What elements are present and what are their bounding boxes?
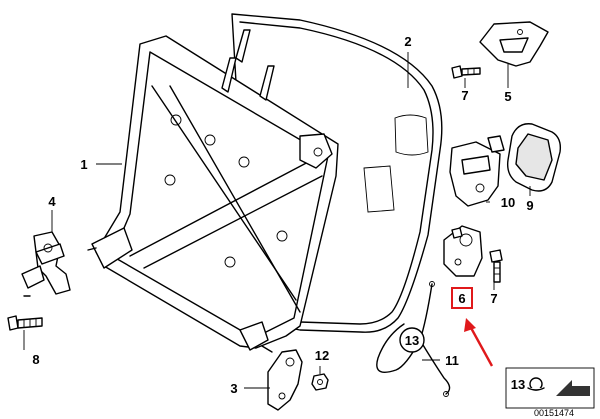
highlight-box-part-6 bbox=[451, 287, 473, 309]
bowden-cable bbox=[376, 281, 451, 397]
callout-12: 12 bbox=[315, 348, 329, 363]
document-number: 00151474 bbox=[534, 408, 574, 418]
callout-3: 3 bbox=[230, 381, 237, 396]
callout-5: 5 bbox=[504, 89, 511, 104]
callout-8: 8 bbox=[32, 352, 39, 367]
latch-part-6 bbox=[443, 225, 483, 277]
clip-part-13 bbox=[399, 327, 425, 353]
callout-11: 11 bbox=[445, 353, 459, 368]
strap-bracket bbox=[479, 21, 549, 67]
bolt-part-8 bbox=[7, 315, 43, 331]
leader-lines bbox=[23, 52, 531, 389]
highlight-arrow bbox=[464, 318, 494, 367]
legend-box bbox=[505, 367, 595, 409]
lower-bracket bbox=[267, 349, 303, 411]
callout-9: 9 bbox=[526, 198, 533, 213]
lock-unit bbox=[449, 135, 505, 207]
arrow-icon bbox=[556, 380, 590, 396]
callout-2: 2 bbox=[404, 34, 411, 49]
screw-part-7-upper bbox=[451, 65, 481, 79]
callout-13-legend: 13 bbox=[511, 377, 525, 392]
callout-7-lower: 7 bbox=[490, 291, 497, 306]
cover-bezel bbox=[506, 123, 562, 192]
callout-7-upper: 7 bbox=[461, 88, 468, 103]
arrow-head bbox=[464, 318, 476, 332]
callout-10: 10 bbox=[501, 195, 515, 210]
seat-back-frame bbox=[87, 29, 339, 353]
nut-part-12 bbox=[311, 373, 329, 391]
callout-6: 6 bbox=[458, 291, 465, 306]
callout-4: 4 bbox=[48, 194, 56, 209]
callout-1: 1 bbox=[80, 157, 87, 172]
arrow-shaft bbox=[468, 325, 494, 367]
screw-part-7-lower bbox=[489, 249, 503, 283]
callout-13: 13 bbox=[405, 333, 419, 348]
hinge-bracket bbox=[21, 231, 71, 297]
